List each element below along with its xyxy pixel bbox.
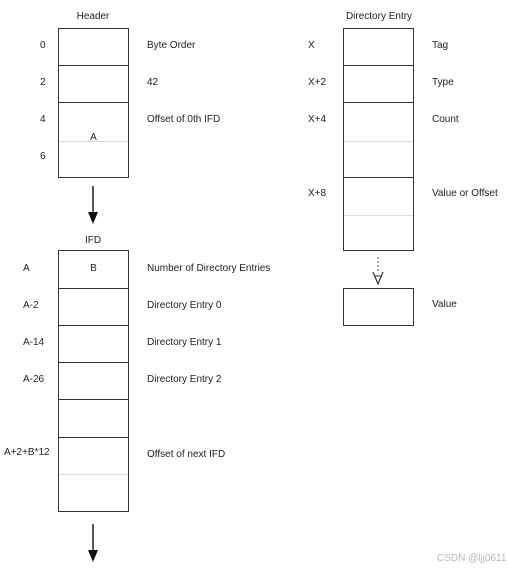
ifd-field-entry-0: Directory Entry 0 [147, 300, 222, 311]
header-field-byte-order: Byte Order [147, 40, 196, 51]
header-field-magic: 42 [147, 77, 159, 88]
ifd-offset-a-14: A-14 [23, 337, 45, 348]
ifd-title: IFD [84, 235, 102, 246]
ifd-offset-a: A [23, 263, 30, 274]
ifd-next-arrow [88, 524, 98, 562]
ifd-field-entry-1: Directory Entry 1 [147, 337, 222, 348]
header-offset-2: 2 [40, 77, 46, 88]
offset-to-value-arrow [372, 257, 384, 286]
ifd-box: B [58, 250, 129, 512]
ifd-entry-count-label: B [90, 263, 97, 274]
value-label: Value [432, 299, 457, 310]
watermark: CSDN @ljj0611 [437, 553, 507, 564]
header-offset-4: 4 [40, 114, 46, 125]
dir-field-type: Type [432, 77, 454, 88]
header-title: Header [76, 11, 110, 22]
dir-offset-x-2: X+2 [308, 77, 327, 88]
ifd-field-entry-count: Number of Directory Entries [147, 263, 271, 274]
header-offset-pointer-label: A [90, 132, 97, 143]
dir-field-count: Count [432, 114, 459, 125]
header-offset-0: 0 [40, 40, 46, 51]
dir-offset-x-4: X+4 [308, 114, 327, 125]
header-box: A [58, 28, 129, 178]
ifd-offset-next: A+2+B*12 [4, 447, 50, 458]
ifd-field-next-offset: Offset of next IFD [147, 449, 226, 460]
ifd-field-entry-2: Directory Entry 2 [147, 374, 222, 385]
dir-offset-x: X [308, 40, 315, 51]
dir-field-value-or-offset: Value or Offset [432, 188, 498, 199]
directory-entry-title: Directory Entry [345, 11, 413, 22]
header-to-ifd-arrow [88, 186, 98, 224]
dir-field-tag: Tag [432, 40, 449, 51]
header-offset-6: 6 [40, 151, 46, 162]
directory-entry-box [343, 28, 414, 251]
header-field-ifd-offset: Offset of 0th IFD [147, 114, 221, 125]
ifd-offset-a-2: A-2 [23, 300, 39, 311]
dir-offset-x-8: X+8 [308, 188, 327, 199]
value-box [343, 288, 414, 326]
ifd-offset-a-26: A-26 [23, 374, 45, 385]
